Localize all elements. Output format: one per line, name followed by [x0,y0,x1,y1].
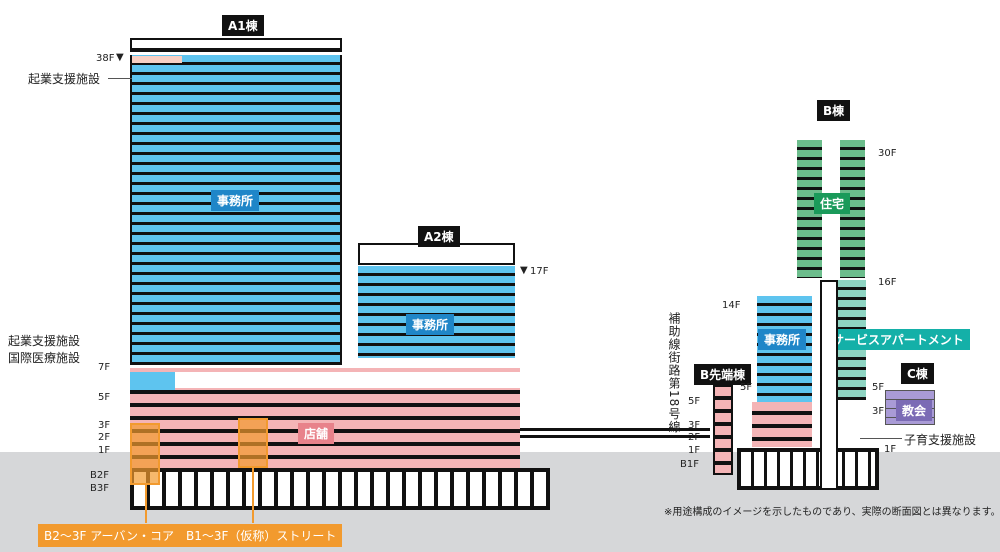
leader-line [108,78,132,79]
floor-b-30f: 30F [878,148,897,159]
road-label: 補助線街路第18号線 [667,312,681,434]
retail-label: 店舗 [298,423,335,444]
floor-b-5f-left: 5F [740,382,753,393]
floor-b-5f-right: 5F [872,382,885,393]
floor-b-tip-b1f: B1F [680,459,699,470]
b-tag: B棟 [817,100,851,121]
b-basement [737,448,879,490]
a2-tower [358,266,515,358]
floor-b-tip-5f: 5F [688,396,701,407]
floor-2f: 2F [98,432,111,443]
floor-marker: ▼ [520,265,528,276]
leader-line [860,438,902,439]
leader-line [145,485,147,523]
a2-tag: A2棟 [418,226,460,247]
urban-core-callout: B2〜3F アーバン・コア [38,524,180,547]
floor-b-tip-1f: 1F [688,445,701,456]
podium-office-block [130,372,175,390]
leader-line [252,468,254,523]
a2-use-label: 事務所 [406,314,455,335]
a1-startup-floor [132,56,182,63]
floor-17f: 17F [530,266,549,277]
floor-7f: 7F [98,362,111,373]
street-callout: B1〜3F（仮称）ストリート [180,524,343,547]
floor-b-tip-3f: 3F [688,420,701,431]
b-lower-retail [752,402,812,447]
floor-38f: 38F [96,53,115,64]
floor-b-1f: 1F [884,444,897,455]
street-core [238,418,268,468]
a1-tag: A1棟 [222,15,264,36]
floor-b-16f: 16F [878,277,897,288]
a1-use-label: 事務所 [211,190,260,211]
floor-5f: 5F [98,392,111,403]
floor-b2f: B2F [90,470,109,481]
medical-label: 国際医療施設 [8,351,81,365]
basement [130,468,550,510]
floor-3f: 3F [98,420,111,431]
b-tip-building [713,385,733,475]
startup-label-top: 起業支援施設 [28,72,101,86]
b-office-label: 事務所 [758,329,807,350]
footnote: ※用途構成のイメージを示したものであり、実際の断面図とは異なります。 [664,507,1000,518]
urban-core [130,423,160,485]
startup-label-lower: 起業支援施設 [8,334,81,348]
floor-b3f: B3F [90,483,109,494]
c-tag: C棟 [901,363,934,384]
floor-1f: 1F [98,445,111,456]
a1-roof [130,38,342,52]
childcare-label: 子育支援施設 [904,433,977,447]
floor-marker: ▼ [116,52,124,63]
b-service-label: サービスアパートメント [826,329,970,350]
floor-b-3f: 3F [872,406,885,417]
b-tip-tag: B先端棟 [694,364,752,385]
floor-b-tip-2f: 2F [688,432,701,443]
bridge [520,428,710,438]
podium-gap [175,372,520,388]
c-use-label: 教会 [896,400,933,421]
floor-b-14f: 14F [722,300,741,311]
b-residential-label: 住宅 [814,193,851,214]
b-core [820,280,838,490]
